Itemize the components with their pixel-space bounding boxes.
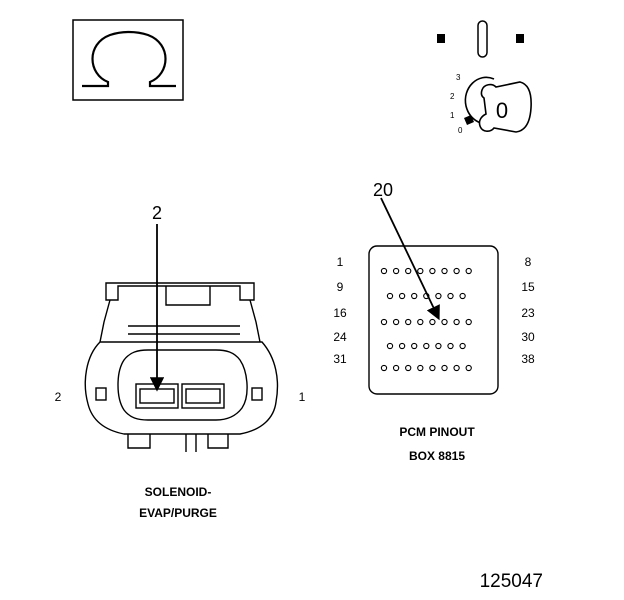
ignition-dot-right (516, 34, 524, 43)
pcm-title-line2: BOX 8815 (409, 449, 465, 463)
key-position-marker (464, 115, 474, 125)
pcm-pinout-box (368, 245, 499, 395)
side-tab-left (95, 387, 107, 401)
pcm-pin (398, 342, 406, 350)
key-icon (478, 81, 532, 133)
pcm-pin (417, 267, 424, 275)
pcm-pin (405, 267, 412, 275)
pcm-row-start-label: 1 (337, 255, 344, 269)
connector-pin-label-left: 2 (55, 390, 62, 404)
connector-latch (165, 286, 211, 306)
key-position-1: 1 (450, 111, 455, 120)
connector-rib-lines (128, 325, 240, 335)
key-label: 0 (496, 98, 508, 123)
pcm-pin (386, 292, 394, 300)
pcm-pinout: 1 8 9 15 16 23 24 30 31 38 (333, 245, 535, 395)
pcm-row-end-label: 15 (521, 280, 535, 294)
pcm-pin (435, 342, 442, 350)
pcm-pin (392, 267, 400, 275)
pcm-pin (411, 342, 418, 350)
connector-bottom-pins (127, 434, 229, 452)
connector-title-line2: EVAP/PURGE (139, 506, 217, 520)
pcm-row-end-label: 30 (521, 330, 535, 344)
pcm-pin (392, 364, 400, 372)
pcm-title-line1: PCM PINOUT (399, 425, 475, 439)
pcm-row-end-label: 23 (521, 306, 535, 320)
ohmmeter-symbol (72, 19, 184, 101)
pcm-pin (459, 342, 466, 350)
pcm-pin (386, 342, 394, 350)
connector-outer-body (84, 341, 279, 435)
connector-top-housing (105, 282, 255, 301)
pcm-pin (429, 364, 436, 372)
connector-inner-cavity (117, 349, 248, 421)
solenoid-connector (84, 282, 279, 452)
pcm-row-start-label: 9 (337, 280, 344, 294)
pcm-callout: 20 (373, 180, 440, 321)
pcm-pin (429, 267, 436, 275)
pcm-pin (459, 292, 466, 300)
pcm-pin (392, 318, 400, 326)
ignition-slot-icon (477, 20, 488, 58)
pcm-pin (465, 364, 472, 372)
ignition-dot-left (437, 34, 445, 43)
pcm-row-end-label: 38 (521, 352, 535, 366)
terminal-2 (139, 388, 175, 404)
pcm-pin (441, 267, 448, 275)
pcm-pin (453, 267, 460, 275)
pcm-pin (417, 364, 424, 372)
ohmmeter-frame (72, 19, 184, 101)
pcm-pin (435, 292, 442, 300)
pcm-pin (465, 318, 472, 326)
pcm-pin (380, 318, 388, 326)
pcm-pin (453, 364, 460, 372)
ignition-key-symbol: 0 3 2 1 0 (437, 20, 532, 135)
pcm-callout-label: 20 (373, 180, 393, 200)
pcm-pin (417, 318, 424, 326)
connector-title-line1: SOLENOID- (145, 485, 212, 499)
pcm-pin (453, 318, 460, 326)
connector-callout: 2 (149, 203, 165, 392)
pcm-pin (423, 342, 430, 350)
terminal-cavity-1 (181, 383, 225, 409)
key-position-2: 2 (450, 92, 455, 101)
pcm-pin (380, 267, 388, 275)
pcm-callout-arrow (380, 197, 440, 321)
omega-icon (82, 30, 176, 88)
pcm-row-start-label: 16 (333, 306, 347, 320)
key-position-3: 3 (456, 73, 461, 82)
pcm-pin (405, 364, 412, 372)
connector-callout-label: 2 (152, 203, 162, 223)
pcm-pin (447, 292, 454, 300)
key-position-0: 0 (458, 126, 463, 135)
pcm-pin-grid (380, 267, 472, 372)
connector-pin-label-right: 1 (299, 390, 306, 404)
pcm-pin (447, 342, 454, 350)
pcm-row-start-label: 24 (333, 330, 347, 344)
pcm-pin (380, 364, 388, 372)
pcm-pin (465, 267, 472, 275)
pcm-pin (405, 318, 412, 326)
pcm-pin (398, 292, 406, 300)
pcm-pin (411, 292, 418, 300)
pcm-row-start-label: 31 (333, 352, 347, 366)
pcm-pin (441, 364, 448, 372)
side-tab-right (251, 387, 263, 401)
terminal-1 (185, 388, 221, 404)
pcm-pin (429, 318, 436, 326)
figure-number: 125047 (480, 571, 543, 592)
pcm-pin (441, 318, 448, 326)
pcm-row-labels: 1 8 9 15 16 23 24 30 31 38 (333, 255, 535, 366)
pcm-row-end-label: 8 (525, 255, 532, 269)
connector-upper-body (99, 299, 261, 343)
